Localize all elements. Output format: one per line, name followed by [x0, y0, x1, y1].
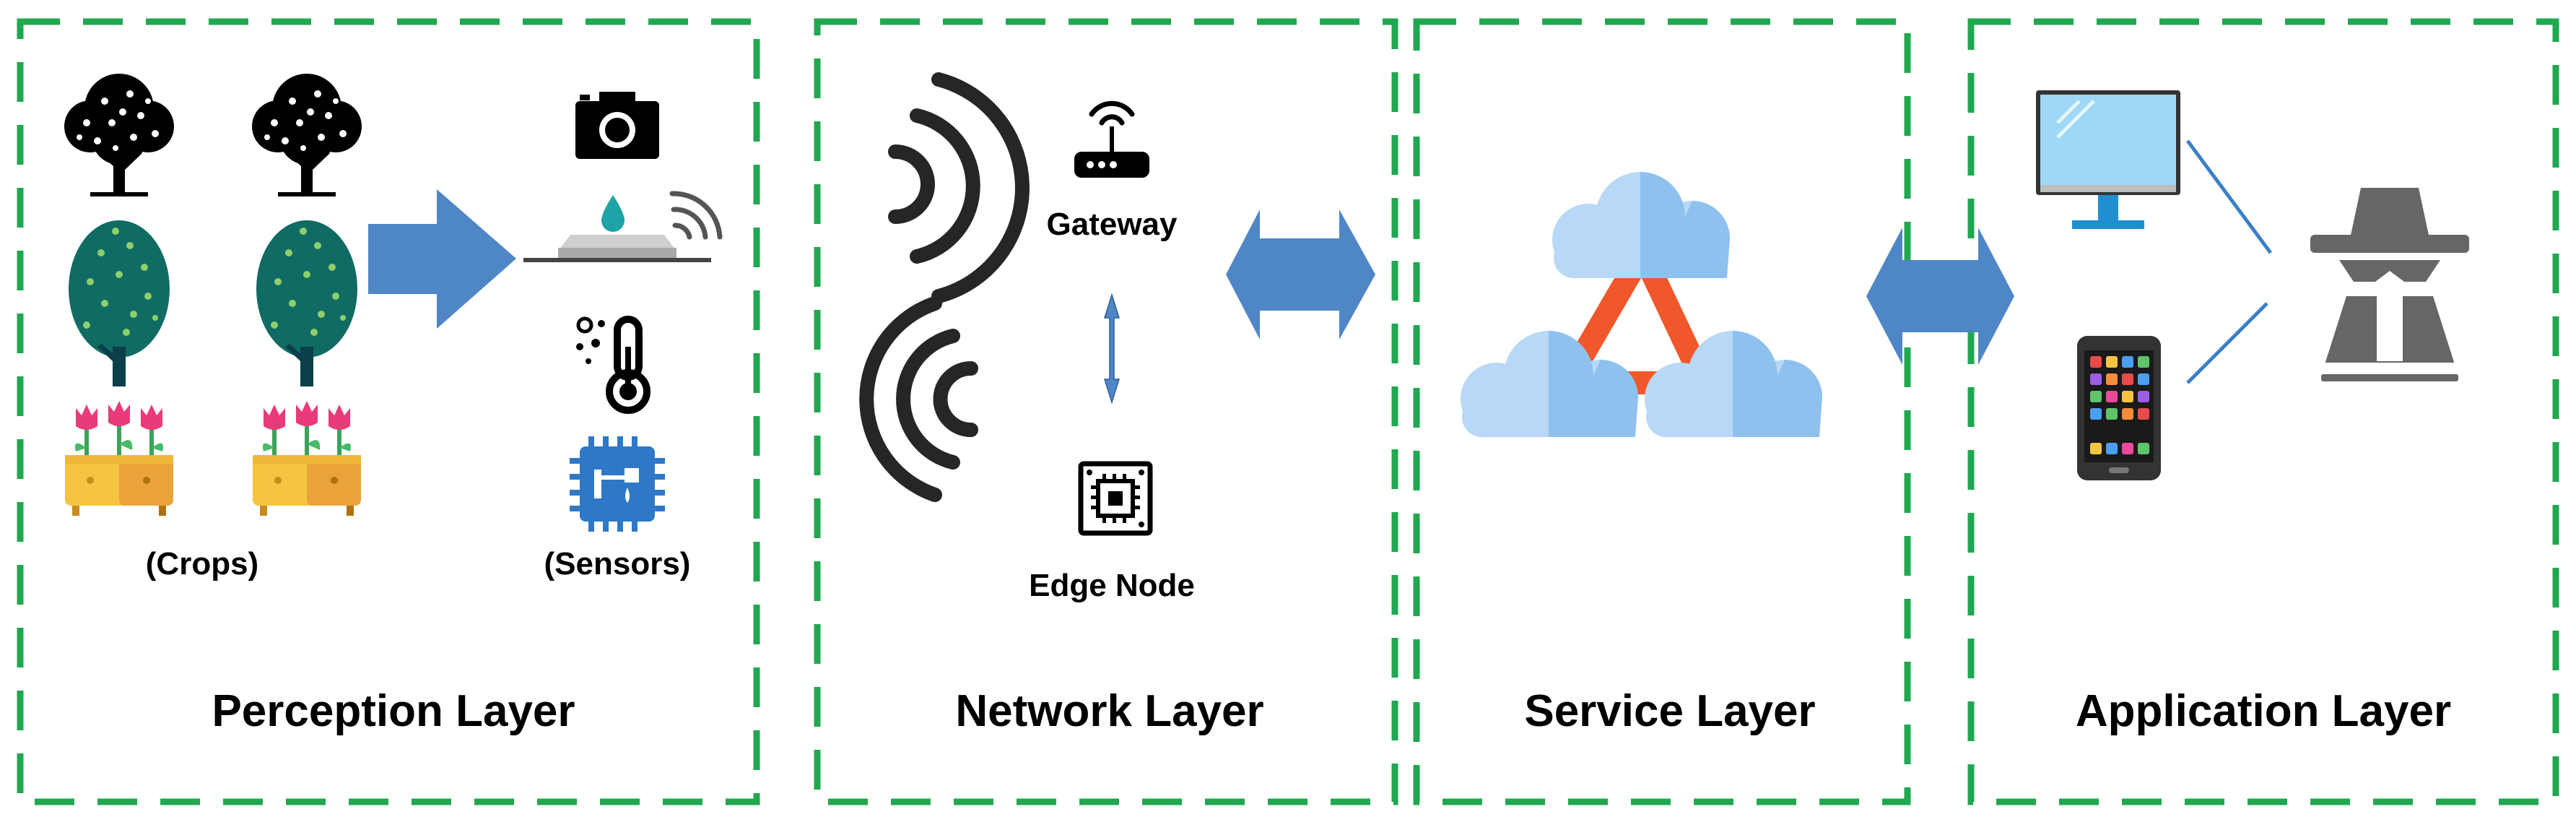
service-layer-border — [1413, 18, 1911, 805]
tree-icon — [64, 74, 174, 196]
cloud-icon — [1552, 172, 1730, 278]
perception-layer-border — [17, 18, 760, 805]
gateway-edge-link-arrow — [1103, 293, 1121, 405]
application-layer-title: Application Layer — [2076, 686, 2451, 736]
application-layer: Application Layer — [2036, 90, 2469, 736]
application-layer-border — [1967, 18, 2559, 805]
leafy-tree-icon — [256, 220, 357, 386]
edge-node-label: Edge Node — [1029, 568, 1195, 603]
tulip-planter-icon — [253, 401, 361, 516]
network-layer-title: Network Layer — [955, 686, 1263, 736]
device-agent-connectors — [2185, 139, 2273, 384]
network-layer-border — [814, 18, 1398, 805]
wireless-signal-icon — [888, 72, 1030, 303]
soil-moisture-sensor-icon — [523, 191, 723, 262]
microcontroller-chip-icon — [570, 436, 665, 532]
wireless-signal-icon — [859, 296, 978, 502]
leafy-tree-icon — [69, 220, 170, 386]
data-flow-arrow — [368, 189, 516, 329]
edge-chip-icon — [1078, 461, 1153, 536]
perception-layer-title: Perception Layer — [212, 686, 575, 736]
router-icon — [1074, 100, 1149, 178]
service-application-double-arrow — [1866, 228, 2014, 365]
crops-label: (Crops) — [146, 546, 258, 582]
tulip-planter-icon — [65, 401, 173, 516]
sensors-label: (Sensors) — [544, 546, 691, 582]
cloud-icon — [1461, 331, 1638, 437]
service-layer-title: Service Layer — [1524, 686, 1815, 736]
service-layer: Service Layer — [1461, 172, 1822, 736]
network-layer: Gateway Edge Node Network Layer — [859, 72, 1264, 736]
smartphone-icon — [2077, 336, 2161, 480]
network-service-double-arrow — [1226, 209, 1375, 340]
cloud-icon — [1645, 331, 1822, 437]
layer-borders — [17, 18, 2559, 805]
perception-layer: (Crops) — [64, 74, 723, 736]
gateway-label: Gateway — [1047, 207, 1178, 242]
tree-icon — [252, 74, 362, 196]
camera-icon — [575, 92, 659, 159]
user-agent-icon — [2310, 188, 2469, 381]
thermometer-icon — [576, 316, 650, 414]
monitor-icon — [2036, 90, 2180, 229]
